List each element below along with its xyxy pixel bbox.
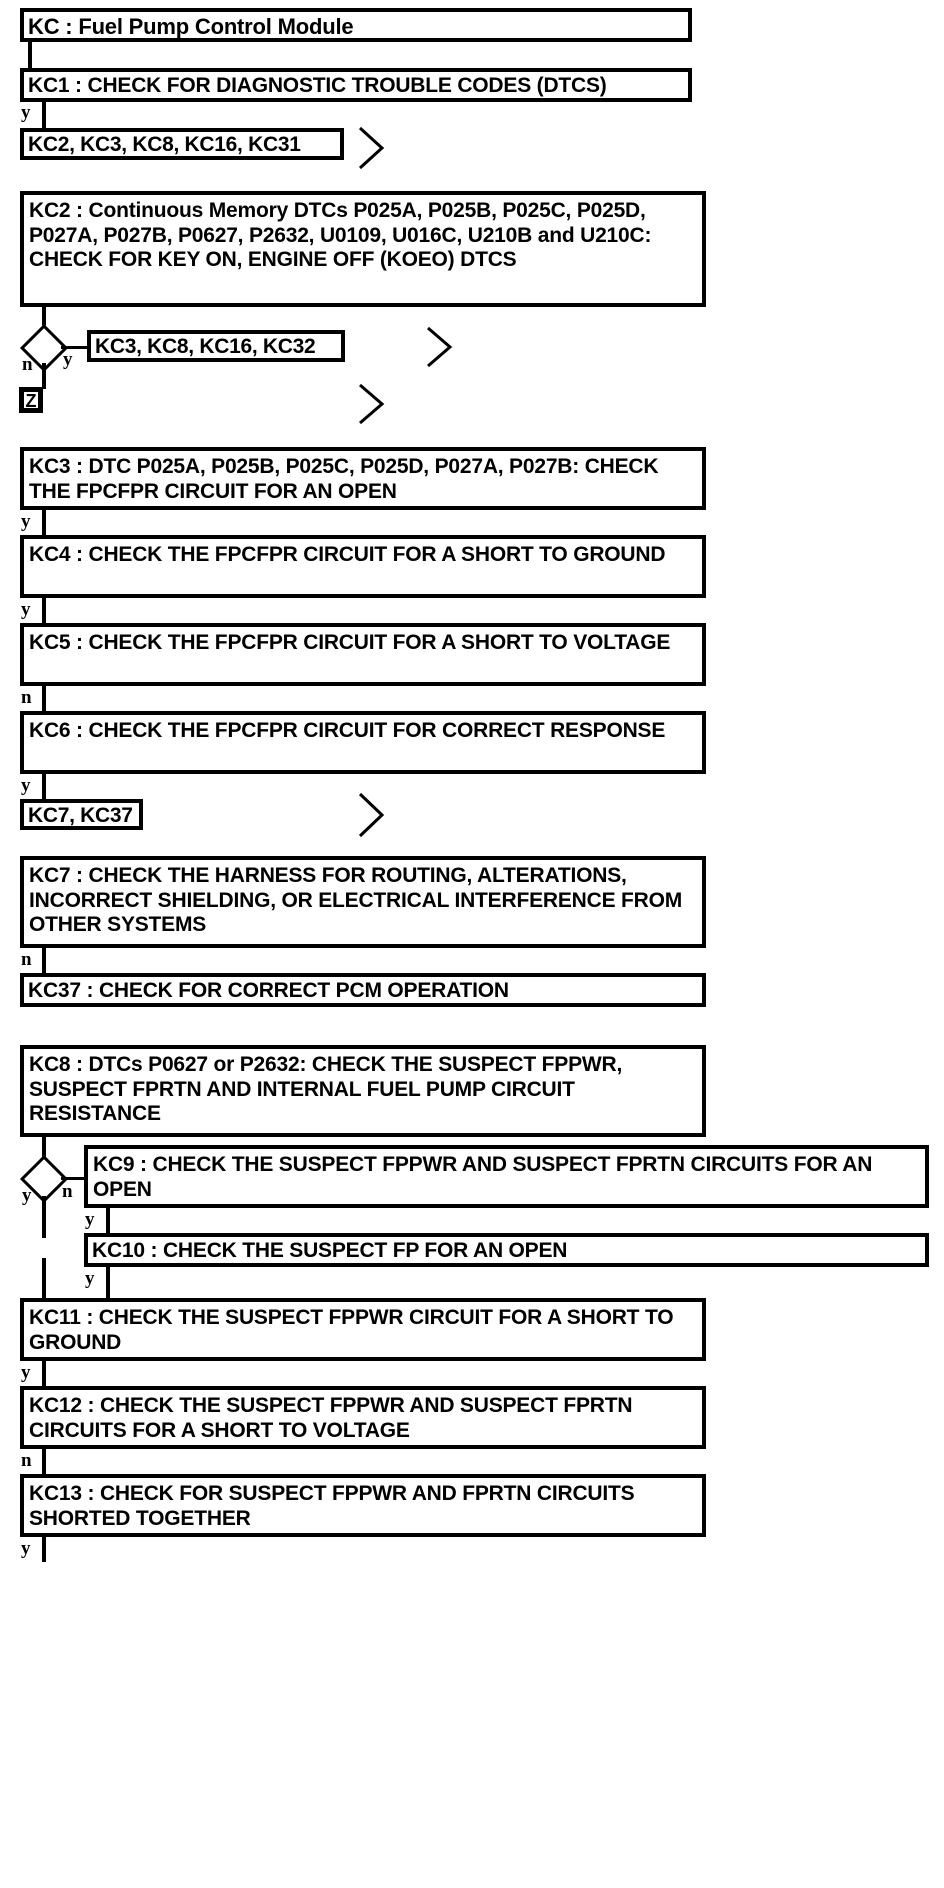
branch-label-kc9-y: y [85,1209,95,1230]
connector-kc5-kc6 [42,686,46,711]
branch-label-kc4-y: y [21,599,31,620]
node-kc4[interactable]: KC4 : CHECK THE FPCFPR CIRCUIT FOR A SHO… [20,535,706,598]
branch-label-kc3-y: y [21,511,31,532]
offpage-arrow-icon-1 [356,125,386,181]
node-kc2[interactable]: KC2 : Continuous Memory DTCs P025A, P025… [20,191,706,307]
node-kc12[interactable]: KC12 : CHECK THE SUSPECT FPPWR AND SUSPE… [20,1386,706,1449]
branch-label-kc13-y: y [21,1538,31,1559]
node-kc13[interactable]: KC13 : CHECK FOR SUSPECT FPPWR AND FPRTN… [20,1474,706,1537]
node-kc5[interactable]: KC5 : CHECK THE FPCFPR CIRCUIT FOR A SHO… [20,623,706,686]
node-kc3[interactable]: KC3 : DTC P025A, P025B, P025C, P025D, P0… [20,447,706,510]
offpage-arrow-icon-3 [356,382,386,438]
ref-box-kc2-kc3-kc8-kc16-kc31[interactable]: KC2, KC3, KC8, KC16, KC31 [20,128,344,160]
connector-diamond-zmark [42,363,46,389]
branch-label-kc7-n: n [21,949,32,970]
connector-kc8-y-spine-b [42,1258,46,1298]
connector-kc8-diamond [42,1137,46,1162]
connector-kc1-ref1 [42,102,46,128]
connector-kc10-kc11 [106,1267,110,1298]
branch-label-kc12-n: n [21,1450,32,1471]
ref-box-kc7-kc37[interactable]: KC7, KC37 [20,799,143,830]
connector-kc13-next [42,1537,46,1562]
branch-label-kc5-n: n [21,687,32,708]
node-kc9[interactable]: KC9 : CHECK THE SUSPECT FPPWR AND SUSPEC… [84,1145,929,1208]
connector-diamond-ref2 [61,346,89,349]
branch-label-kc6-y: y [21,775,31,796]
connector-kc8-y-spine-a [42,1196,46,1238]
connector-kc11-kc12 [42,1361,46,1386]
branch-label-kc8-diamond-y: y [22,1185,32,1206]
node-kc1[interactable]: KC1 : CHECK FOR DIAGNOSTIC TROUBLE CODES… [20,68,692,102]
node-kc10[interactable]: KC10 : CHECK THE SUSPECT FP FOR AN OPEN [84,1233,929,1267]
ref-box-kc3-kc8-kc16-kc32[interactable]: KC3, KC8, KC16, KC32 [87,330,345,362]
offpage-arrow-icon-2 [424,325,454,381]
node-kc7[interactable]: KC7 : CHECK THE HARNESS FOR ROUTING, ALT… [20,856,706,948]
node-kc6[interactable]: KC6 : CHECK THE FPCFPR CIRCUIT FOR CORRE… [20,711,706,774]
connector-kc3-kc4 [42,510,46,535]
connector-diamond-kc9 [61,1177,85,1180]
branch-label-kc1-y: y [21,102,31,123]
branch-label-kc10-y: y [85,1268,95,1289]
node-kc8[interactable]: KC8 : DTCs P0627 or P2632: CHECK THE SUS… [20,1045,706,1137]
offpage-arrow-icon-4 [356,791,386,847]
connector-kc6-ref3 [42,774,46,799]
connector-kcroot-kc1 [28,42,32,68]
connector-kc7-kc37 [42,948,46,973]
connector-kc9-kc10 [106,1208,110,1233]
node-kc37[interactable]: KC37 : CHECK FOR CORRECT PCM OPERATION [20,973,706,1007]
branch-label-kc8-diamond-n: n [62,1181,73,1202]
connector-kc4-kc5 [42,598,46,623]
branch-label-kc11-y: y [21,1362,31,1383]
branch-label-kc2-diamond-n: n [22,354,33,375]
branch-label-kc2-diamond-y: y [63,349,73,370]
node-kc11[interactable]: KC11 : CHECK THE SUSPECT FPPWR CIRCUIT F… [20,1298,706,1361]
connector-kc2-diamond [42,307,46,331]
node-kc-root[interactable]: KC : Fuel Pump Control Module [20,8,692,42]
node-z-marker[interactable]: Z [19,387,43,413]
connector-kc12-kc13 [42,1449,46,1474]
